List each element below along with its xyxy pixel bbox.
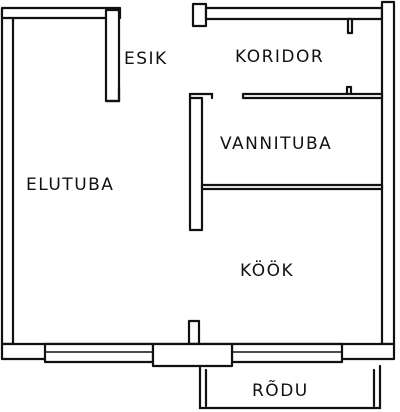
wall-left: [0, 8, 15, 346]
room-label-rodu: RÕDU: [252, 379, 309, 401]
window-left: [43, 342, 155, 364]
room-label-koridor: KORIDOR: [235, 47, 324, 67]
wall-right: [380, 0, 396, 346]
wall-top-right-long: [204, 6, 384, 21]
wall-bath-kitchen: [200, 183, 384, 191]
balcony-door: [151, 342, 234, 368]
room-label-esik: ESIK: [124, 49, 168, 69]
room-label-elutuba: ELUTUBA: [26, 175, 114, 195]
wall-post-top: [346, 17, 354, 35]
wall-center-cap: [188, 92, 214, 100]
wall-hall-stub-end: [104, 85, 121, 103]
wall-top-left: [0, 6, 122, 20]
wall-hall-stub: [104, 8, 121, 103]
wall-top-right: [191, 2, 208, 28]
wall-bathroom-top: [241, 92, 384, 100]
wall-center-low: [187, 319, 201, 346]
room-label-vannituba: VANNITUBA: [220, 134, 332, 154]
room-label-kook: KÖÖK: [240, 259, 294, 281]
wall-center: [188, 96, 204, 232]
balcony-outline: [198, 364, 382, 410]
window-right: [230, 342, 344, 364]
